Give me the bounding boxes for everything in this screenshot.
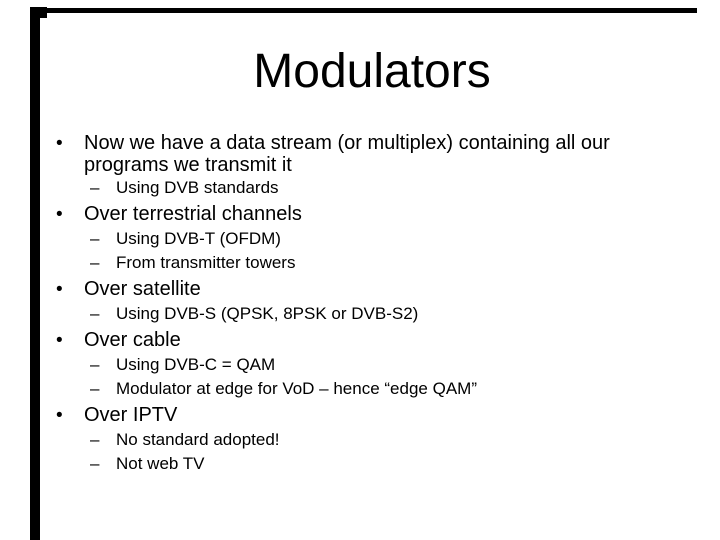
bullet-dot-icon: • [56, 405, 63, 426]
bullet-text: Now we have a data stream (or multiplex)… [84, 132, 610, 176]
dash-marker-icon: – [90, 379, 100, 398]
bullet-item: • Now we have a data stream (or multiple… [0, 132, 720, 176]
slide-frame-top-edge [47, 8, 697, 13]
sub-bullet-text: No standard adopted! [116, 430, 280, 449]
dash-marker-icon: – [90, 253, 100, 272]
sub-bullet-text: Using DVB-S (QPSK, 8PSK or DVB-S2) [116, 304, 419, 323]
sub-bullet-item: – Using DVB-S (QPSK, 8PSK or DVB-S2) [0, 302, 720, 326]
bullet-item: • Over cable [0, 328, 720, 353]
bullet-dot-icon: • [56, 133, 63, 154]
slide-frame-left-edge [30, 7, 40, 540]
bullet-item: • Over IPTV [0, 403, 720, 428]
bullet-list: • Now we have a data stream (or multiple… [0, 132, 720, 476]
sub-bullet-text: Not web TV [116, 454, 205, 473]
sub-bullet-text: Using DVB-T (OFDM) [116, 229, 281, 248]
sub-bullet-item: – Using DVB-C = QAM [0, 353, 720, 377]
bullet-dot-icon: • [56, 279, 63, 300]
bullet-dot-icon: • [56, 330, 63, 351]
bullet-text: Over IPTV [84, 404, 178, 426]
dash-marker-icon: – [90, 229, 100, 248]
sub-bullet-item: – From transmitter towers [0, 251, 720, 275]
sub-bullet-item: – Modulator at edge for VoD – hence “edg… [0, 377, 720, 401]
dash-marker-icon: – [90, 304, 100, 323]
sub-bullet-text: Using DVB-C = QAM [116, 355, 276, 374]
bullet-item: • Over terrestrial channels [0, 202, 720, 227]
bullet-text: Over satellite [84, 278, 201, 300]
bullet-text: Over terrestrial channels [84, 203, 302, 225]
dash-marker-icon: – [90, 355, 100, 374]
sub-bullet-text: From transmitter towers [116, 253, 296, 272]
sub-bullet-item: – No standard adopted! [0, 428, 720, 452]
dash-marker-icon: – [90, 178, 100, 197]
sub-bullet-text: Modulator at edge for VoD – hence “edge … [116, 379, 477, 398]
bullet-dot-icon: • [56, 204, 63, 225]
dash-marker-icon: – [90, 454, 100, 473]
slide-title: Modulators [253, 45, 491, 98]
dash-marker-icon: – [90, 430, 100, 449]
bullet-item: • Over satellite [0, 277, 720, 302]
bullet-text: Over cable [84, 329, 181, 351]
sub-bullet-item: – Not web TV [0, 452, 720, 476]
sub-bullet-text: Using DVB standards [116, 178, 279, 197]
sub-bullet-item: – Using DVB standards [0, 176, 720, 200]
sub-bullet-item: – Using DVB-T (OFDM) [0, 227, 720, 251]
